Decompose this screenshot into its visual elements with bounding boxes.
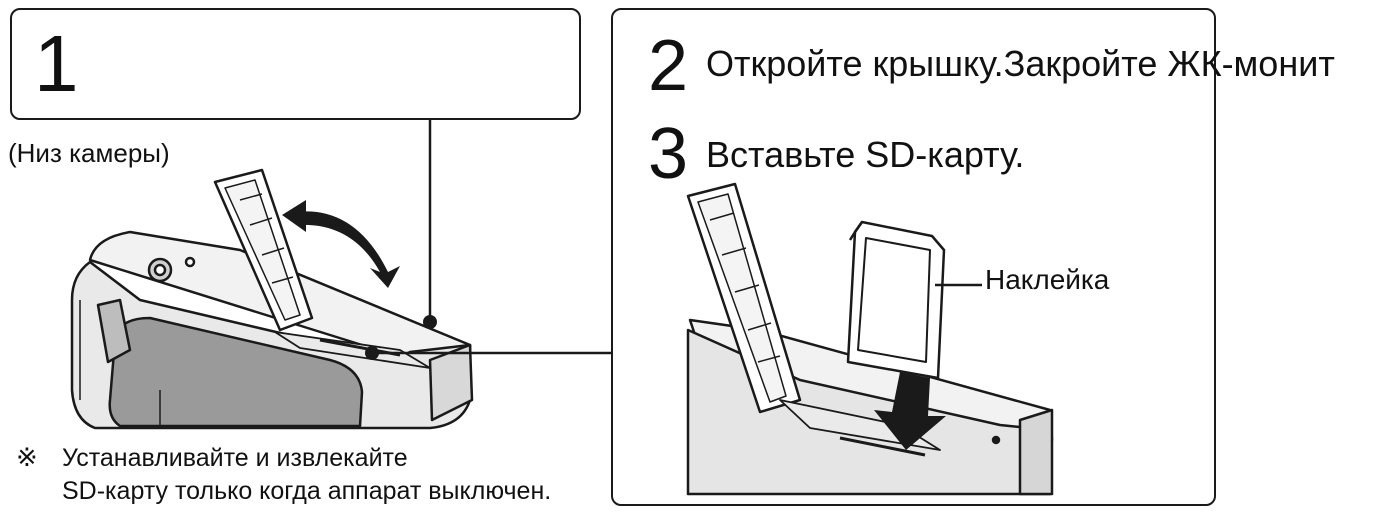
sticker-label: Наклейка xyxy=(985,264,1110,295)
step1-number: 1 xyxy=(34,19,79,108)
step2-instruction: Откройте крышку.Закройте ЖК-монит xyxy=(706,43,1335,84)
open-lid-arrow-icon xyxy=(282,200,400,288)
note-mark: ※ xyxy=(16,442,38,472)
step3-instruction: Вставьте SD-карту. xyxy=(706,134,1025,175)
step1-leader-line xyxy=(423,120,437,329)
note-line-1: Устанавливайте и извлекайте xyxy=(62,444,408,472)
note-text: Устанавливайте и извлекайте SD-карту тол… xyxy=(62,442,551,508)
note-line-2: SD-карту только когда аппарат выключен. xyxy=(62,477,552,505)
camera-bottom-label: (Низ камеры) xyxy=(8,138,170,168)
slot-connector-line xyxy=(365,346,611,360)
left-camera-illustration xyxy=(70,168,474,430)
step2-number: 2 xyxy=(648,26,689,106)
right-camera-illustration xyxy=(686,182,1054,496)
insert-down-arrow-icon xyxy=(874,372,946,450)
sd-card-icon xyxy=(846,220,946,380)
step3-number: 3 xyxy=(648,114,689,194)
step1-callout-box: 1 xyxy=(10,8,581,120)
